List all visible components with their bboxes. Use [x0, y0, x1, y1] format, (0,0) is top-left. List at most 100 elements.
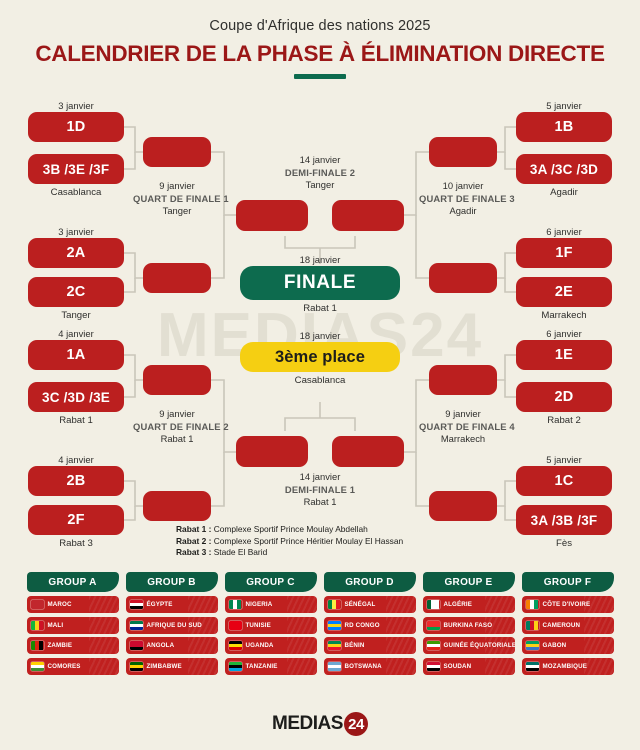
team-row[interactable]: BÉNIN — [323, 637, 416, 654]
qf2-city: Rabat 1 — [160, 433, 194, 445]
team-row[interactable]: AFRIQUE DU SUD — [125, 616, 218, 634]
team-name: MALI — [47, 621, 64, 629]
r16-4-city: Rabat 3 — [59, 538, 93, 549]
team-row[interactable]: ZIMBABWE — [125, 657, 218, 675]
team-name: MOZAMBIQUE — [542, 662, 587, 670]
qf4-date: 9 janvier — [445, 408, 481, 419]
r16-7-team-top[interactable]: 1E — [516, 340, 612, 370]
team-row[interactable]: UGANDA — [224, 637, 317, 654]
r16-4-team-bottom[interactable]: 2F — [28, 505, 124, 535]
legend-row: Rabat 2 : Complexe Sportif Prince Hériti… — [176, 536, 403, 548]
qf1-slot-bottom[interactable] — [143, 263, 211, 293]
r16-7-team-bottom[interactable]: 2D — [516, 382, 612, 412]
r16-3-team-bottom[interactable]: 3C /3D /3E — [28, 382, 124, 412]
group-header: GROUP D — [323, 572, 416, 592]
team-row[interactable]: COMORES — [26, 657, 119, 675]
r16-1-team-top[interactable]: 1D — [28, 112, 124, 142]
page-title: CALENDRIER DE LA PHASE À ÉLIMINATION DIR… — [35, 41, 605, 66]
flag-botswana-icon — [327, 661, 341, 671]
r16-8-team-top[interactable]: 1C — [516, 466, 612, 496]
sf2-date: 14 janvier — [299, 154, 341, 165]
team-row[interactable]: ANGOLA — [125, 637, 218, 654]
r16-6-team-top[interactable]: 1F — [516, 238, 612, 268]
team-row[interactable]: GUINÉE ÉQUATORIALE — [422, 637, 515, 654]
group-column: GROUP F CÔTE D'IVOIRE CAMEROUN GABON MOZAMBI… — [521, 572, 614, 675]
team-row[interactable]: BOTSWANA — [323, 657, 416, 675]
qf1-slot-top[interactable] — [143, 137, 211, 167]
team-name: GUINÉE ÉQUATORIALE — [443, 642, 515, 649]
legend-value: Stade El Barid — [213, 547, 268, 558]
team-row[interactable]: CÔTE D'IVOIRE — [521, 596, 614, 613]
flag-uganda-icon — [228, 641, 242, 650]
qf4-slot-bottom[interactable] — [429, 491, 497, 521]
group-header: GROUP E — [422, 572, 515, 592]
team-row[interactable]: SOUDAN — [422, 657, 515, 675]
qf2-name: QUART DE FINALE 2 — [133, 420, 229, 432]
r16-5-team-bottom[interactable]: 3A /3C /3D — [516, 154, 612, 184]
r16-5-date: 5 janvier — [546, 100, 582, 111]
team-row[interactable]: TUNISIE — [224, 616, 317, 634]
final-match[interactable]: FINALE — [240, 266, 400, 300]
sf1-slot-left[interactable] — [236, 436, 308, 467]
r16-2-team-bottom[interactable]: 2C — [28, 277, 124, 307]
team-name: ZIMBABWE — [146, 662, 182, 670]
sf1-city: Rabat 1 — [303, 496, 337, 508]
qf2-slot-top[interactable] — [143, 365, 211, 395]
team-row[interactable]: MAROC — [26, 596, 119, 613]
logo-text: MEDIAS — [272, 713, 343, 734]
flag-benin-icon — [327, 641, 341, 650]
group-header: GROUP F — [521, 572, 614, 592]
sf2-city: Tanger — [305, 179, 335, 191]
r16-2-team-top[interactable]: 2A — [28, 238, 124, 268]
r16-3-team-top[interactable]: 1A — [28, 340, 124, 370]
team-name: NIGERIA — [245, 601, 273, 608]
r16-8-team-bottom[interactable]: 3A /3B /3F — [516, 505, 612, 535]
flag-maroc-icon — [30, 600, 44, 609]
qf4-name: QUART DE FINALE 4 — [419, 420, 515, 432]
qf4-slot-top[interactable] — [429, 365, 497, 395]
team-row[interactable]: MOZAMBIQUE — [521, 657, 614, 675]
team-name: ANGOLA — [146, 642, 175, 649]
third-place-match[interactable]: 3ème place — [240, 342, 400, 372]
r16-7-date: 6 janvier — [546, 328, 582, 339]
team-name: CÔTE D'IVOIRE — [542, 601, 591, 608]
qf2-slot-bottom[interactable] — [143, 491, 211, 521]
team-row[interactable]: CAMEROUN — [521, 616, 614, 634]
team-row[interactable]: SÉNÉGAL — [323, 596, 416, 613]
team-name: TUNISIE — [245, 621, 271, 629]
sf1-slot-right[interactable] — [332, 436, 404, 467]
team-name: SOUDAN — [443, 662, 472, 670]
sf2-slot-right[interactable] — [332, 200, 404, 231]
r16-6-team-bottom[interactable]: 2E — [516, 277, 612, 307]
qf3-slot-top[interactable] — [429, 137, 497, 167]
team-row[interactable]: GABON — [521, 637, 614, 654]
r16-1-team-bottom[interactable]: 3B /3E /3F — [28, 154, 124, 184]
team-row[interactable]: TANZANIE — [224, 657, 317, 675]
qf3-date: 10 janvier — [442, 180, 484, 191]
group-header: GROUP B — [125, 572, 218, 592]
sf2-slot-left[interactable] — [236, 200, 308, 231]
r16-4-team-top[interactable]: 2B — [28, 466, 124, 496]
qf3-slot-bottom[interactable] — [429, 263, 497, 293]
team-name: ZAMBIE — [47, 642, 73, 649]
team-name: BOTSWANA — [344, 662, 382, 670]
team-name: BÉNIN — [344, 642, 365, 649]
flag-zimbabwe-icon — [129, 661, 143, 671]
team-row[interactable]: NIGERIA — [224, 596, 317, 613]
final-date: 18 janvier — [299, 254, 341, 265]
flag-angola-icon — [129, 641, 143, 650]
team-row[interactable]: ÉGYPTE — [125, 596, 218, 613]
team-row[interactable]: MALI — [26, 616, 119, 634]
r16-2-date: 3 janvier — [58, 226, 94, 237]
team-row[interactable]: ALGÉRIE — [422, 596, 515, 613]
team-row[interactable]: BURKINA FASO — [422, 616, 515, 634]
qf3-city: Agadir — [449, 205, 477, 217]
legend-row: Rabat 1 : Complexe Sportif Prince Moulay… — [176, 524, 403, 536]
r16-5-team-top[interactable]: 1B — [516, 112, 612, 142]
team-row[interactable]: ZAMBIE — [26, 637, 119, 654]
team-name: ÉGYPTE — [146, 601, 173, 608]
header: Coupe d'Afrique des nations 2025 CALENDR… — [0, 0, 640, 79]
team-row[interactable]: RD CONGO — [323, 616, 416, 634]
sf2-info: 14 janvier DEMI-FINALE 2 Tanger — [250, 154, 390, 192]
